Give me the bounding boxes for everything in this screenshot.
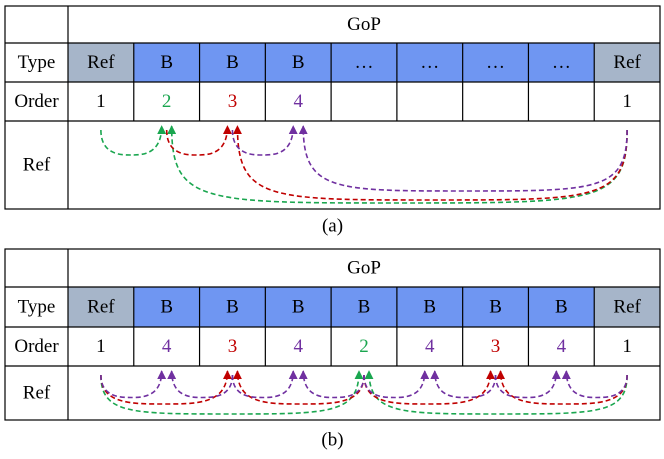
- frame-type: B: [160, 52, 173, 73]
- frame-type: Ref: [87, 52, 115, 73]
- type-cell-fill: [265, 43, 332, 82]
- reference-arrow-red: [363, 370, 496, 405]
- frame-order: 3: [491, 336, 501, 357]
- frame-type: B: [292, 297, 305, 318]
- frame-order: 1: [96, 91, 106, 112]
- type-cell-fill: [396, 287, 463, 327]
- type-cell-fill: [133, 287, 200, 327]
- frame-type: …: [486, 52, 505, 73]
- frame-order: 4: [293, 336, 303, 357]
- frame-order: 4: [557, 336, 567, 357]
- gop-header: GoP: [347, 14, 381, 35]
- frame-type: Ref: [613, 52, 641, 73]
- type-cell-fill: [199, 43, 266, 82]
- frame-type: Ref: [613, 297, 641, 318]
- frame-type: B: [358, 297, 371, 318]
- row-label-ref: Ref: [23, 383, 51, 404]
- frame-order: 4: [293, 91, 303, 112]
- reference-arrow-purple: [298, 370, 365, 399]
- frame-type: …: [552, 52, 571, 73]
- reference-arrow-purple: [430, 370, 497, 399]
- frame-order: 1: [622, 91, 632, 112]
- row-label-type: Type: [18, 52, 56, 73]
- type-cell-fill: [68, 287, 134, 327]
- reference-arrow-red: [496, 370, 628, 405]
- panel-caption: (b): [321, 430, 343, 451]
- frame-order: 3: [228, 91, 238, 112]
- reference-arrow-green: [100, 125, 167, 156]
- row-label-type: Type: [18, 297, 56, 318]
- reference-arrow-purple: [298, 125, 628, 192]
- type-cell-fill: [462, 43, 529, 82]
- reference-arrow-purple: [231, 370, 298, 399]
- reference-arrow-red: [232, 370, 365, 405]
- type-cell-fill: [462, 287, 529, 327]
- type-cell-fill: [199, 287, 266, 327]
- reference-arrow-green: [364, 370, 628, 415]
- frame-order: 3: [228, 336, 238, 357]
- reference-arrow-purple: [561, 370, 628, 399]
- frame-order: 2: [162, 91, 172, 112]
- frame-type: Ref: [87, 297, 115, 318]
- type-cell-fill: [133, 43, 200, 82]
- frame-type: B: [555, 297, 568, 318]
- reference-arrow-purple: [231, 125, 298, 156]
- reference-arrow-purple: [100, 370, 167, 399]
- frame-order: 4: [162, 336, 172, 357]
- frame-order: 4: [425, 336, 435, 357]
- reference-arrow-red: [165, 125, 232, 156]
- frame-type: …: [355, 52, 374, 73]
- frame-order: 2: [359, 336, 369, 357]
- reference-arrow-purple: [167, 370, 234, 399]
- row-label-order: Order: [14, 91, 59, 112]
- frame-type: B: [160, 297, 173, 318]
- type-cell-fill: [528, 287, 595, 327]
- frame-order: 1: [96, 336, 106, 357]
- type-cell-fill: [331, 287, 397, 327]
- reference-arrow-green: [167, 125, 628, 204]
- frame-type: B: [226, 52, 239, 73]
- type-cell-fill: [68, 43, 134, 82]
- row-label-ref: Ref: [23, 155, 51, 176]
- reference-arrow-purple: [494, 370, 561, 399]
- reference-arrow-red: [100, 370, 232, 405]
- reference-arrow-purple: [363, 370, 430, 399]
- gop-header: GoP: [347, 258, 381, 279]
- table-border: [4, 248, 661, 421]
- type-cell-fill: [265, 287, 332, 327]
- frame-type: B: [489, 297, 502, 318]
- reference-arrow-red: [232, 125, 628, 201]
- frame-order: 1: [622, 336, 632, 357]
- frame-type: …: [420, 52, 439, 73]
- type-cell-fill: [594, 287, 660, 327]
- type-cell-fill: [331, 43, 397, 82]
- type-cell-fill: [528, 43, 595, 82]
- panel-caption: (a): [322, 216, 343, 237]
- table-border: [4, 5, 661, 210]
- type-cell-fill: [396, 43, 463, 82]
- frame-type: B: [292, 52, 305, 73]
- type-cell-fill: [594, 43, 660, 82]
- frame-type: B: [423, 297, 436, 318]
- row-label-order: Order: [14, 336, 59, 357]
- reference-arrow-green: [100, 370, 364, 415]
- frame-type: B: [226, 297, 239, 318]
